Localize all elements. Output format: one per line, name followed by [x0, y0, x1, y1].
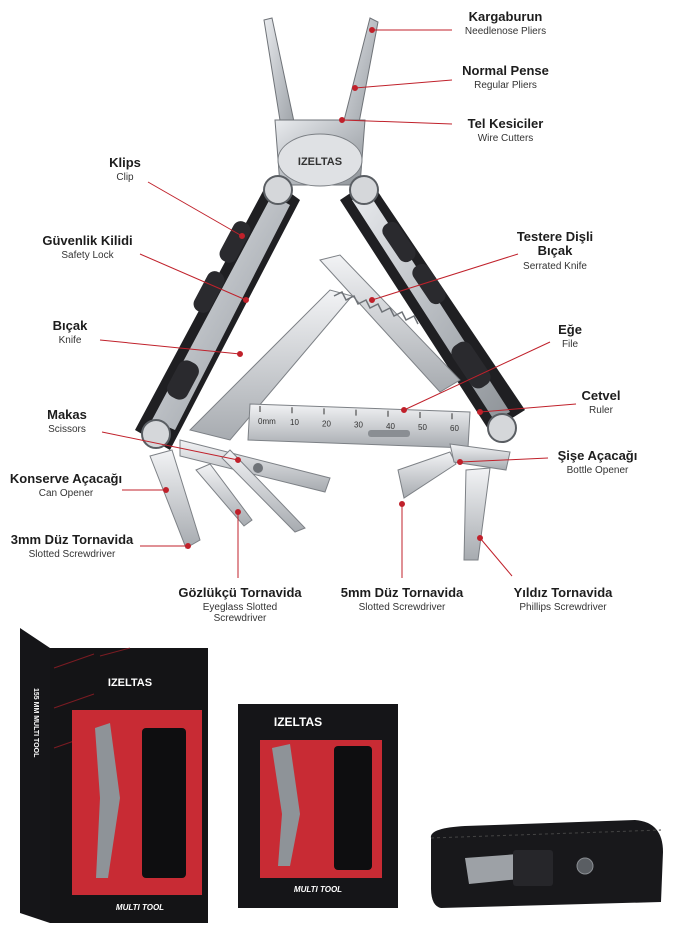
box-brand: IZELTAS: [274, 715, 322, 729]
brand-mark: IZELTAS: [298, 156, 342, 168]
ruler-mark: 40: [386, 422, 395, 431]
screw: [487, 413, 517, 443]
ruler-mark: 10: [290, 418, 299, 427]
pivot: [277, 133, 363, 187]
ruler-mark: 20: [322, 419, 331, 428]
box-bottom-text: MULTI TOOL: [294, 885, 342, 894]
left-handle: [135, 178, 300, 450]
product-box-small: IZELTAS MULTI TOOL: [238, 704, 398, 908]
can-opener: [149, 449, 201, 549]
screw: [349, 175, 379, 205]
product-box-large: IZELTAS MULTI TOOL 155 MM MULTI TOOL: [20, 628, 210, 923]
ruler-mark: 30: [354, 421, 363, 430]
slotted-screwdriver-5mm: [397, 451, 457, 499]
right-handle: [340, 180, 525, 432]
screw: [263, 175, 293, 205]
scissors-blade: [221, 449, 306, 533]
screw: [141, 419, 171, 449]
ruler-mark: 60: [450, 424, 459, 433]
box-bottom-text: MULTI TOOL: [116, 903, 164, 912]
bottle-opener: [449, 443, 511, 471]
phillips-screwdriver: [463, 467, 491, 561]
multitool-illustration: IZELTAS 0mm 10 20 30 40 50 60: [99, 17, 577, 578]
box-side-text: 155 MM MULTI TOOL: [32, 688, 39, 758]
nylon-sheath: [425, 818, 670, 910]
knife-blade: [189, 289, 353, 441]
ruler: 0mm 10 20 30 40 50 60: [247, 403, 471, 449]
ruler-mark: 50: [418, 423, 427, 432]
serrated-knife: [319, 254, 461, 393]
box-brand: IZELTAS: [108, 677, 152, 689]
ruler-mark: 0mm: [258, 417, 276, 426]
